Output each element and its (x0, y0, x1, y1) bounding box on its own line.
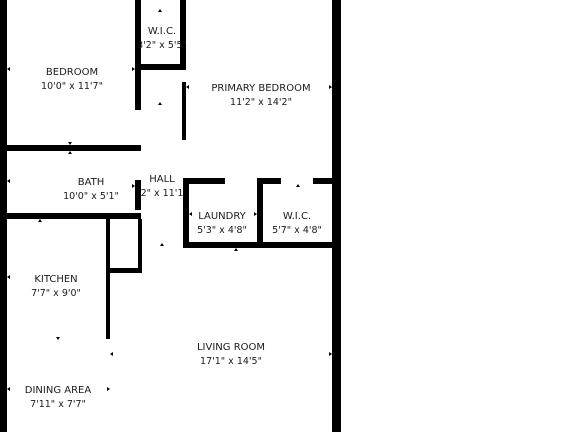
wall-primary-laundry-right (257, 178, 281, 184)
wall-kitchen-closet-top (106, 219, 110, 339)
room-name-living-room: LIVING ROOM (197, 342, 265, 353)
room-size-bath: 10'0" x 5'1" (63, 191, 119, 202)
marker-tick (107, 387, 110, 391)
marker-tick (158, 102, 162, 105)
marker-tick (296, 184, 300, 187)
exterior-wall-right (332, 0, 341, 432)
marker-tick (7, 179, 10, 183)
wall-wic-left (135, 0, 141, 110)
room-size-bedroom: 10'0" x 11'7" (41, 81, 103, 92)
room-name-laundry: LAUNDRY (198, 211, 246, 222)
marker-tick (68, 142, 72, 145)
room-name-bedroom: BEDROOM (46, 67, 98, 78)
room-size-living-room: 17'1" x 14'5" (200, 356, 262, 367)
marker-tick (186, 85, 189, 89)
room-size-laundry: 5'3" x 4'8" (197, 225, 247, 236)
marker-tick (254, 212, 257, 216)
marker-tick (329, 352, 332, 356)
wall-laundry-left (183, 178, 189, 248)
wall-laundry-wic-divider (257, 178, 263, 248)
wall-wic-bottom (135, 64, 186, 70)
room-size-primary-bedroom: 11'2" x 14'2" (230, 97, 292, 108)
marker-tick (158, 9, 162, 12)
room-name-primary-bedroom: PRIMARY BEDROOM (211, 83, 310, 94)
wall-bedroom-bath (0, 145, 141, 151)
room-name-wic-top: W.I.C. (148, 26, 176, 37)
marker-tick (132, 67, 135, 71)
marker-tick (110, 352, 113, 356)
wall-primary-wic-right (313, 178, 335, 184)
wall-primary-laundry-left (183, 178, 225, 184)
marker-tick (132, 184, 135, 188)
wall-kitchen-closet-bottom (106, 268, 142, 273)
marker-tick (68, 151, 72, 154)
room-size-dining-area: 7'11" x 7'7" (30, 399, 86, 410)
marker-tick (329, 85, 332, 89)
walls (0, 0, 341, 432)
room-name-bath: BATH (78, 177, 105, 188)
marker-tick (234, 248, 238, 251)
marker-tick (189, 212, 192, 216)
wall-wic-right (180, 0, 186, 70)
wall-bath-left-jamb (135, 180, 141, 210)
room-name-wic-right: W.I.C. (283, 211, 311, 222)
marker-tick (7, 67, 10, 71)
room-name-hall: HALL (149, 174, 175, 185)
marker-tick (7, 275, 10, 279)
room-size-wic-right: 5'7" x 4'8" (272, 225, 322, 236)
marker-tick (160, 243, 164, 246)
marker-tick (38, 219, 42, 222)
wall-bath-kitchen (0, 213, 141, 219)
wall-laundry-bottom (183, 242, 335, 248)
room-size-kitchen: 7'7" x 9'0" (31, 288, 81, 299)
marker-tick (7, 387, 10, 391)
room-size-hall: 2" x 11'1 (141, 188, 184, 199)
marker-tick (56, 337, 60, 340)
wall-kitchen-closet-side (138, 219, 142, 273)
wall-primary-left (182, 82, 186, 140)
room-name-dining-area: DINING AREA (25, 385, 92, 396)
dimension-markers (7, 9, 332, 391)
room-name-kitchen: KITCHEN (34, 274, 77, 285)
room-size-wic-top: 3'2" x 5'5" (137, 40, 187, 51)
room-labels: W.I.C. 3'2" x 5'5" BEDROOM 10'0" x 11'7"… (25, 26, 322, 410)
